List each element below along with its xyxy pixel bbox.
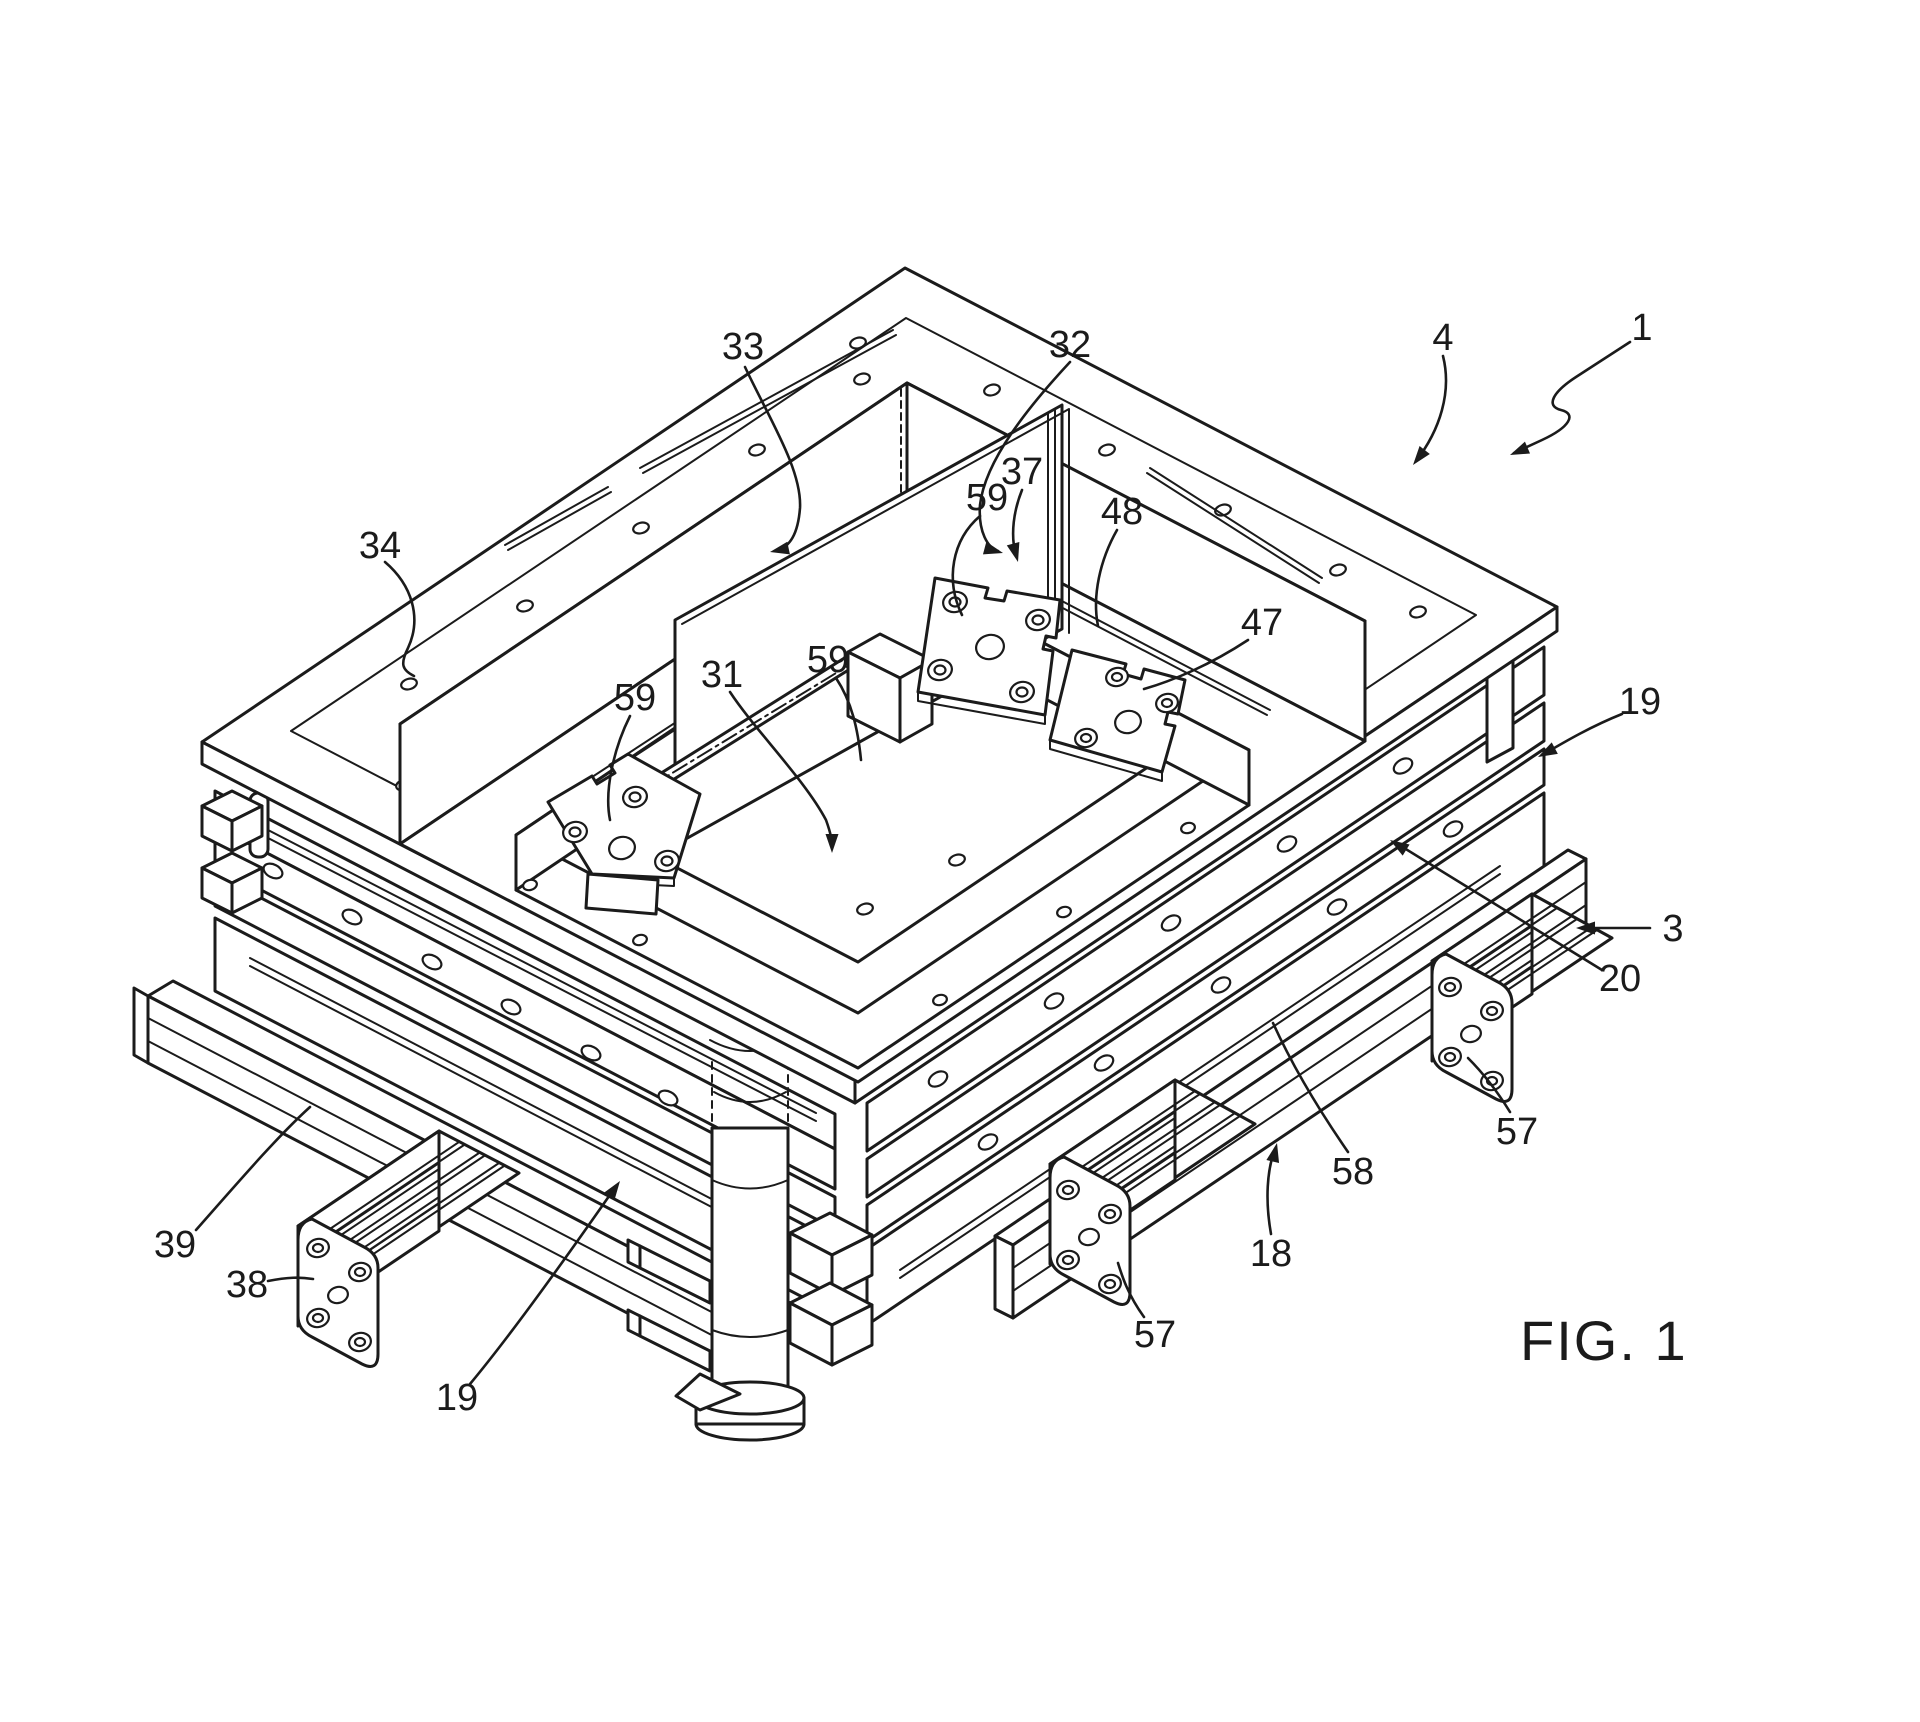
leader-line-19r [1542, 712, 1624, 756]
ref-label-38: 38 [226, 1264, 268, 1306]
lip-grooves [504, 329, 1323, 584]
leader-arrowhead-37 [1006, 541, 1020, 562]
leader-arrowhead-32 [982, 541, 1003, 555]
side-stack-right [865, 642, 1546, 1327]
leader-line-20 [1394, 841, 1604, 972]
leader-arrowhead-1 [1510, 441, 1531, 455]
leader-line-32 [978, 360, 1072, 553]
leader-arrowhead-20 [1390, 840, 1410, 856]
leader-line-48 [1094, 528, 1119, 628]
slot-holes-right-lower [977, 820, 1464, 1151]
ref-label-4: 4 [1432, 317, 1453, 359]
leader-line-57b [1466, 1056, 1512, 1114]
ref-label-58: 58 [1332, 1151, 1374, 1193]
cylinder-bolts [1056, 1179, 1122, 1295]
corner-blocks-left [200, 789, 270, 915]
ref-label-39: 39 [154, 1224, 196, 1266]
leader-line-1 [1512, 340, 1632, 455]
leader-arrowhead-19r [1538, 742, 1558, 757]
cylinder-middle-57 [1048, 1078, 1257, 1306]
ref-label-57b: 57 [1496, 1111, 1538, 1153]
leader-arrowhead-3 [1576, 921, 1595, 935]
cylinder-bolts [306, 1237, 372, 1353]
cylinder-bolts [1438, 976, 1504, 1092]
leader-line-59c [834, 676, 863, 762]
leader-arrowhead-19b [603, 1181, 620, 1201]
ref-label-47: 47 [1241, 602, 1283, 644]
leader-line-38 [266, 1276, 315, 1283]
ref-label-1: 1 [1631, 307, 1652, 349]
leader-arrowhead-18 [1266, 1143, 1280, 1163]
cylinder-right-57 [1430, 892, 1614, 1103]
leader-arrowhead-4 [1413, 446, 1430, 465]
leader-line-47 [1142, 638, 1250, 691]
cavity-interior [398, 381, 1367, 1084]
ref-label-48: 48 [1101, 491, 1143, 533]
ref-label-59a: 59 [614, 677, 656, 719]
ref-label-18: 18 [1250, 1233, 1292, 1275]
leader-line-34 [383, 560, 416, 678]
ref-label-3: 3 [1662, 908, 1683, 950]
leader-line-33 [743, 365, 802, 553]
leader-line-58 [1271, 1021, 1350, 1154]
leader-line-59a [606, 714, 632, 822]
cylinder-left-38 [296, 1129, 521, 1368]
ref-label-59b: 59 [966, 477, 1008, 519]
ref-label-19r: 19 [1619, 681, 1661, 723]
clamp-right-47 [1048, 648, 1187, 782]
clamp-center-37 [916, 576, 1062, 725]
ref-label-34: 34 [359, 525, 401, 567]
leader-line-4 [1414, 354, 1448, 463]
leader-arrowhead-31 [825, 834, 839, 853]
clamp-left-59 [546, 752, 702, 916]
figure-caption: FIG. 1 [1520, 1309, 1688, 1372]
ref-label-37: 37 [1001, 451, 1043, 493]
leader-line-59b [951, 514, 982, 617]
slot-holes-left [262, 862, 679, 1107]
ref-label-57a: 57 [1134, 1314, 1176, 1356]
slot-holes-right-upper [927, 757, 1414, 1088]
leader-line-19b [468, 1187, 616, 1386]
pillar-clamp-blocks [626, 1211, 874, 1412]
ref-label-32: 32 [1049, 324, 1091, 366]
ref-label-19b: 19 [436, 1377, 478, 1419]
ref-label-20: 20 [1599, 958, 1641, 1000]
leader-line-57a [1116, 1261, 1146, 1319]
side-stack-left [213, 789, 837, 1316]
ref-label-33: 33 [722, 326, 764, 368]
floor-bolt-holes [522, 821, 1196, 1007]
leader-arrowhead-33 [770, 541, 790, 555]
ref-label-59c: 59 [807, 639, 849, 681]
ref-label-31: 31 [701, 654, 743, 696]
leader-line-39 [194, 1105, 312, 1232]
